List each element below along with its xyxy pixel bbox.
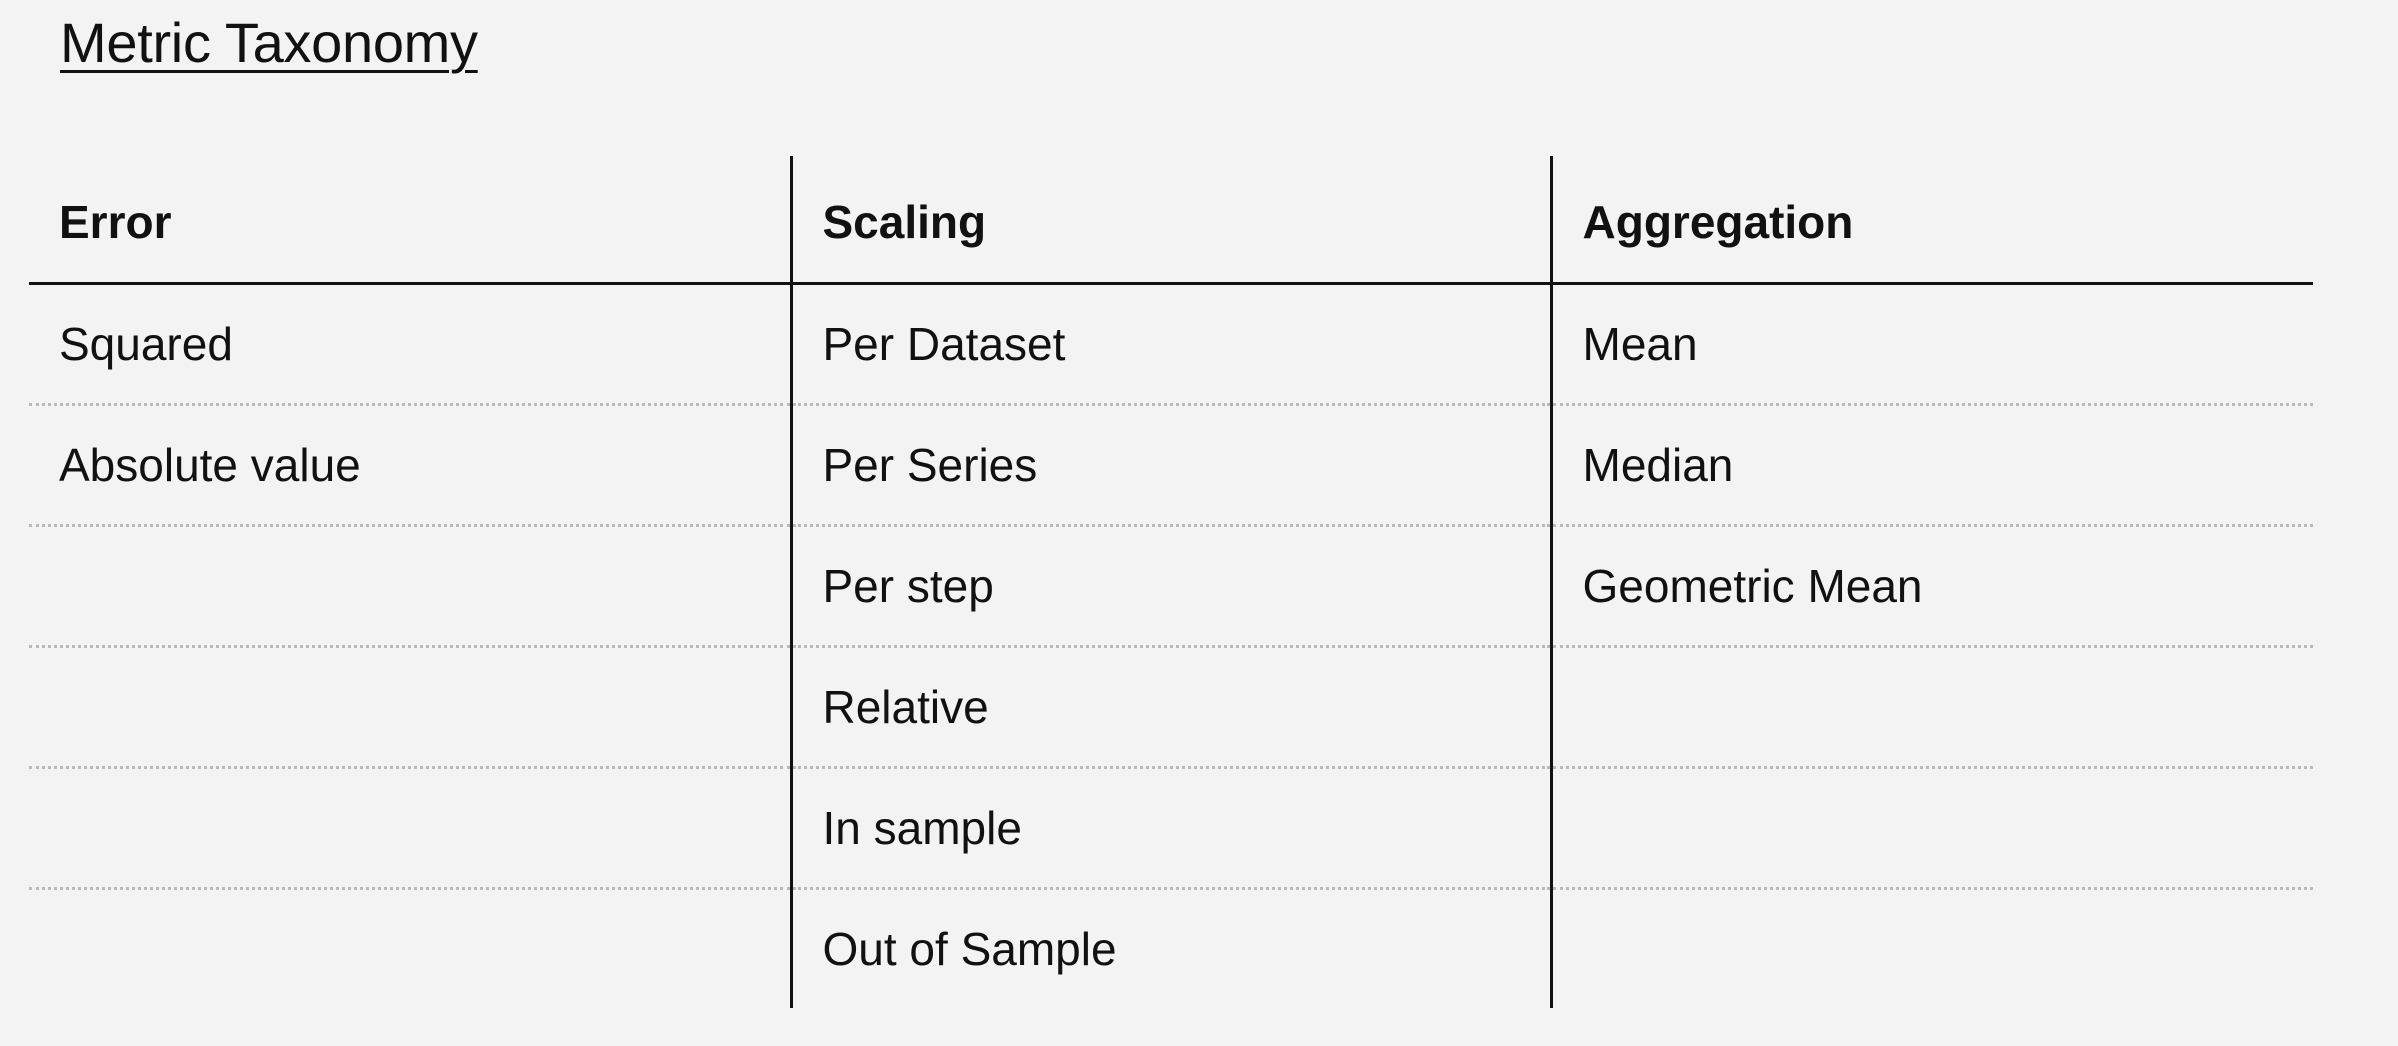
error-cell	[29, 767, 791, 890]
aggregation-cell: Mean	[1549, 283, 2313, 406]
aggregation-cell	[1549, 646, 2313, 769]
scaling-cell: Per Series	[789, 404, 1551, 527]
table-row: Per step Geometric Mean	[29, 525, 2313, 648]
error-cell	[29, 889, 791, 1009]
table-body: Squared Per Dataset Mean Absolute value …	[29, 283, 2313, 1009]
scaling-cell: Out of Sample	[789, 888, 1551, 1008]
table-row: Squared Per Dataset Mean	[29, 283, 2313, 406]
column-header-scaling: Scaling	[789, 156, 1551, 285]
table-row: Absolute value Per Series Median	[29, 404, 2313, 527]
scaling-cell: Per Dataset	[789, 283, 1551, 406]
column-header-aggregation: Aggregation	[1549, 156, 2313, 285]
scaling-cell: Per step	[789, 525, 1551, 648]
table-header: Error Scaling Aggregation	[29, 156, 2313, 285]
aggregation-cell	[1549, 767, 2313, 890]
column-header-error: Error	[29, 156, 791, 285]
aggregation-cell	[1549, 888, 2313, 1008]
header-row: Error Scaling Aggregation	[29, 156, 2313, 285]
scaling-cell: Relative	[789, 646, 1551, 769]
aggregation-cell: Median	[1549, 404, 2313, 527]
error-cell: Absolute value	[29, 404, 791, 527]
scaling-cell: In sample	[789, 767, 1551, 890]
metric-taxonomy-table: Error Scaling Aggregation Squared Per Da…	[29, 156, 2313, 1008]
error-cell	[29, 646, 791, 769]
error-cell: Squared	[29, 283, 791, 406]
page-title: Metric Taxonomy	[60, 11, 478, 74]
aggregation-cell: Geometric Mean	[1549, 525, 2313, 648]
table-row: Relative	[29, 646, 2313, 769]
table-row: In sample	[29, 767, 2313, 890]
error-cell	[29, 525, 791, 648]
table-row: Out of Sample	[29, 888, 2313, 1009]
